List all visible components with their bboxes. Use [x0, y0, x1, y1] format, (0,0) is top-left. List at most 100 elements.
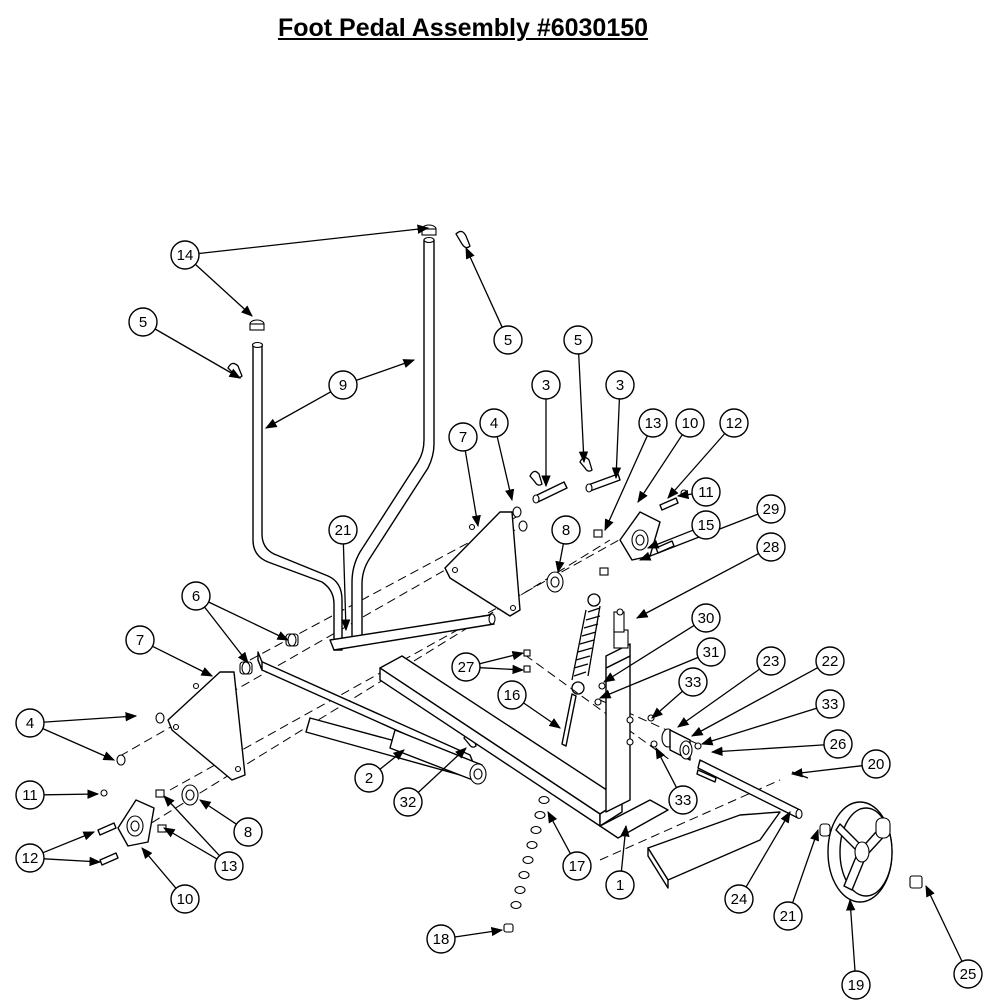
- flange-bearing-right: [619, 511, 661, 561]
- callout-22: 22: [815, 646, 845, 676]
- leader-line-12-11-0: [667, 433, 726, 499]
- spacer-b: [239, 661, 253, 675]
- callout-circle: [563, 325, 593, 355]
- base-frame: [379, 629, 669, 839]
- callout-21: 21: [773, 901, 803, 931]
- handwheel-bearing: [661, 728, 693, 761]
- callout-4: 4: [15, 708, 45, 738]
- chain: [510, 795, 550, 910]
- callout-label: 1: [616, 877, 624, 894]
- leader-line-10-42-0: [141, 847, 177, 889]
- callout-circle: [605, 370, 635, 400]
- callout-circle: [815, 689, 845, 719]
- washer-right-b: [518, 520, 528, 532]
- callout-circle: [493, 325, 523, 355]
- callout-label: 11: [698, 484, 714, 501]
- callout-circle: [678, 667, 708, 697]
- leader-line-14-0-0: [198, 224, 430, 255]
- leader-line-33-25-0: [651, 690, 683, 719]
- callout-circle: [691, 510, 721, 540]
- callout-11: 11: [691, 477, 721, 507]
- callout-32: 32: [393, 787, 423, 817]
- fastener-27-b: [523, 665, 531, 673]
- callout-10: 10: [675, 408, 705, 438]
- callout-15: 15: [691, 510, 721, 540]
- foot-plate: [647, 811, 781, 889]
- callout-label: 4: [26, 715, 34, 732]
- callout-25: 25: [953, 959, 983, 989]
- leader-line-19-44-0: [846, 898, 856, 972]
- leader-line-22-24-0: [690, 667, 819, 737]
- callout-circle: [328, 515, 358, 545]
- callout-13: 13: [638, 408, 668, 438]
- callout-circle: [393, 787, 423, 817]
- callout-4: 4: [479, 408, 509, 438]
- bushing-left: [181, 784, 199, 806]
- leader-line-8-35-0: [199, 799, 237, 825]
- callout-circle: [354, 763, 384, 793]
- callout-label: 7: [136, 632, 144, 649]
- callout-circle: [605, 870, 635, 900]
- callout-5: 5: [563, 325, 593, 355]
- callout-18: 18: [426, 924, 456, 954]
- callout-33: 33: [815, 689, 845, 719]
- leader-line-3-6-0: [611, 398, 622, 480]
- leader-line-16-27-0: [523, 702, 561, 729]
- callout-8: 8: [551, 515, 581, 545]
- fastener-33-c: [650, 740, 658, 748]
- fastener-33-b: [694, 742, 702, 750]
- callout-label: 11: [22, 787, 38, 804]
- leader-line-13-9-0: [604, 435, 648, 532]
- flange-bearing-left: [117, 799, 155, 847]
- callout-label: 5: [139, 314, 147, 331]
- callout-7: 7: [448, 422, 478, 452]
- callout-circle: [841, 970, 871, 1000]
- side-plate-right: [444, 511, 521, 617]
- callout-33: 33: [678, 667, 708, 697]
- callout-circle: [128, 307, 158, 337]
- callout-circle: [815, 646, 845, 676]
- leader-line-20-33-0: [790, 765, 863, 778]
- callout-circle: [696, 637, 726, 667]
- clevis-pin-1: [532, 481, 568, 504]
- leader-line-27-20-1: [479, 664, 525, 675]
- callout-label: 2: [365, 770, 373, 787]
- leader-line-7-7-0: [464, 450, 481, 528]
- fastener-31: [594, 698, 602, 706]
- leader-line-12-36-0: [42, 831, 96, 854]
- fitting-29: [616, 608, 624, 616]
- callout-12: 12: [719, 408, 749, 438]
- leader-line-28-17-0: [635, 553, 759, 619]
- callout-circle: [214, 851, 244, 881]
- callout-label: 33: [685, 674, 702, 691]
- pedal-rod-right: [351, 236, 435, 641]
- callout-21: 21: [328, 515, 358, 545]
- callout-1: 1: [605, 870, 635, 900]
- bolt-26: [696, 769, 717, 783]
- leader-line-12-36-1: [43, 856, 102, 867]
- leader-line-1-39-0: [620, 824, 630, 872]
- page-title: Foot Pedal Assembly #6030150: [277, 14, 649, 42]
- callout-17: 17: [562, 851, 592, 881]
- leader-line-5-4-0: [578, 353, 589, 464]
- leader-line-7-19-0: [152, 645, 214, 677]
- callout-circle: [773, 901, 803, 931]
- handwheel-shaft: [697, 759, 803, 820]
- callout-label: 24: [731, 891, 748, 908]
- nut-left-a: [155, 789, 165, 798]
- callout-label: 13: [645, 415, 662, 432]
- callout-11: 11: [15, 780, 45, 810]
- leader-line-18-43-0: [454, 926, 504, 938]
- callout-20: 20: [861, 749, 891, 779]
- callout-33: 33: [668, 785, 698, 815]
- bushing-right: [546, 571, 564, 593]
- callout-label: 3: [542, 377, 550, 394]
- callout-circle: [181, 581, 211, 611]
- callout-circle: [691, 603, 721, 633]
- side-plate-left: [167, 671, 246, 781]
- callout-label: 8: [562, 522, 570, 539]
- callout-circle: [448, 422, 478, 452]
- bolt-left-a: [97, 822, 117, 836]
- leader-line-5-3-0: [465, 246, 503, 328]
